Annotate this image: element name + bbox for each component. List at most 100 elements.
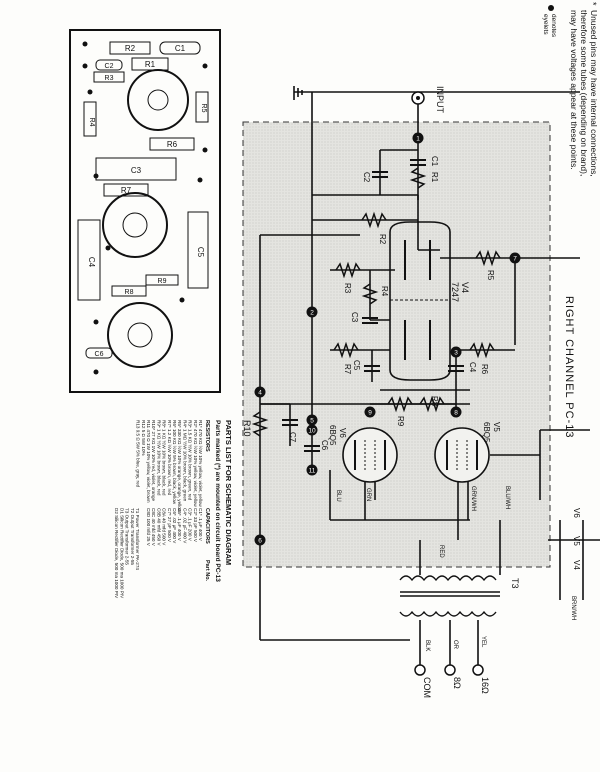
r3-label: R3 <box>343 283 352 294</box>
c4-capacitor <box>448 365 464 372</box>
wire-or-label: OR <box>452 640 458 650</box>
r6-label: R6 <box>480 364 489 375</box>
capacitor-entry: C2* 33 pF 500 V <box>193 508 198 543</box>
board-socket-v5 <box>102 192 168 258</box>
resistor-entry: R1* 470 KΩ ½W 10% yellow, violet, yellow <box>198 420 204 507</box>
unused-pins-note: Unused pins may have internal connection… <box>569 10 599 177</box>
r8-label: R8 <box>430 396 439 407</box>
output-8ohm-label: 8Ω <box>452 677 462 689</box>
board-r7 <box>103 183 149 197</box>
wire-red-label: RED <box>438 545 444 558</box>
eyelet-marker <box>306 306 318 318</box>
board-r2 <box>109 41 151 55</box>
wire-blu-label: BLU <box>335 490 341 502</box>
capacitor-list: C1* .1 μF 400 VC2* 33 pF 500 VC3* .1 μF … <box>146 508 203 547</box>
v4-tube <box>389 221 451 381</box>
eyelet-number: 7 <box>513 256 517 263</box>
output-terminal-com[interactable] <box>414 664 426 676</box>
output-terminal-8ohm[interactable] <box>444 664 456 676</box>
eyelet-marker <box>364 406 376 418</box>
board-r6 <box>149 137 195 151</box>
eyelet-marker <box>450 346 462 358</box>
r5-label: R5 <box>486 270 495 281</box>
board-r4 <box>83 101 97 137</box>
other-part-entry: T2 Output Transformer 2-55 <box>130 508 135 565</box>
parts-list-title: PARTS LIST FOR SCHEMATIC DIAGRAM <box>224 420 233 565</box>
capacitor-entry: C5* .1 μF 400 V <box>177 508 182 542</box>
parts-list: PARTS LIST FOR SCHEMATIC DIAGRAM Parts m… <box>114 420 233 599</box>
capacitor-entry: C6* .02 μF 400 V <box>172 508 177 544</box>
resistor-entry: R4* 1 MΩ ½W 10% brown, black, green <box>182 420 188 502</box>
board-c6-label: C6 <box>95 351 104 358</box>
eyelet-marker <box>254 386 266 398</box>
r4-resistor <box>361 283 379 305</box>
capacitor-entry: C7* 27 pF 500 V <box>167 508 172 543</box>
c6-capacitor <box>304 445 320 452</box>
part-no-header: Part No. <box>204 560 210 582</box>
board-socket-v6-center <box>127 322 153 348</box>
board-r5 <box>195 91 209 123</box>
eyelet-number: 3 <box>454 350 458 357</box>
eyelet-number: 1 <box>416 136 420 143</box>
channel-label: RIGHT CHANNEL PC-13 <box>563 296 575 438</box>
resistor-entry: R5* 330 KΩ ½W 10% orange, orange, yellow <box>177 420 183 513</box>
r9-label: R9 <box>396 416 405 427</box>
input-jack[interactable] <box>411 91 425 105</box>
note-block: * Unused pins may have internal connecti… <box>569 2 599 177</box>
board-c5 <box>187 211 209 289</box>
eyelet-legend-text: denotes eyelets <box>542 14 557 38</box>
board-r1 <box>131 57 169 71</box>
c2-label: C2 <box>362 172 371 183</box>
v5-type-label: 6BQ5 <box>482 422 491 443</box>
v6-ref-label: V6 <box>338 428 347 438</box>
c7-label: C7 <box>288 432 297 443</box>
r5-resistor <box>475 249 501 267</box>
resistor-entry: R12 5 Ω 5W 10% <box>141 420 146 456</box>
board-c4 <box>77 219 101 301</box>
c5-label: C5 <box>352 360 361 371</box>
v5-ref-label: V5 <box>492 422 501 432</box>
capacitor-entry: C8A 40 mfd 500 V <box>162 508 167 546</box>
capacitor-entry: C4* .02 μF 400 V <box>182 508 187 544</box>
wire-grn-wh-label: GRN/WH <box>470 486 476 511</box>
eyelet-legend-wrap: denotes eyelets <box>542 14 557 38</box>
resistor-entry: R6* 100 KΩ ½W 5% brown, black, yellow <box>172 420 178 505</box>
board-r5-label: R5 <box>200 104 207 113</box>
v4-type-label: 7247 <box>450 282 460 302</box>
c7-capacitor <box>282 419 298 426</box>
eyelet-marker <box>412 132 424 144</box>
resistor-entry: R7* 1.2 KΩ ½W 10% brown, red, red <box>167 420 173 496</box>
v6-tube <box>342 427 398 483</box>
r6-resistor <box>469 341 495 359</box>
eyelet-number: 6 <box>258 538 262 545</box>
capacitor-entry: C1* .1 μF 400 V <box>198 508 203 542</box>
side-v6-label: V6 <box>572 508 581 518</box>
board-r3 <box>93 71 125 83</box>
eyelet-number: 8 <box>454 410 458 417</box>
board-r1-label: R1 <box>145 60 156 69</box>
resistor-list: R1* 470 KΩ ½W 10% yellow, violet, yellow… <box>136 420 204 513</box>
wire-blu-wh-label: BLU/WH <box>504 486 510 509</box>
board-c4-label: C4 <box>87 257 96 268</box>
output-terminal-16ohm[interactable] <box>472 664 484 676</box>
other-part-entry: T1 Power Transformer PA-274 <box>135 508 140 570</box>
r10-resistor <box>251 411 269 437</box>
board-eyelets <box>82 41 208 375</box>
c1-label: C1 <box>430 156 439 167</box>
resistor-entry: R11 470 Ω 1W 10% yellow, violet, brown <box>146 420 151 503</box>
board-r6-label: R6 <box>167 140 178 149</box>
wire-blk-label: BLK <box>424 640 430 651</box>
board-outline <box>69 29 221 393</box>
eyelet-number: 10 <box>308 428 316 435</box>
board-c5-label: C5 <box>196 247 205 258</box>
eyelet-marker <box>306 464 318 476</box>
board-r4-label: R4 <box>88 118 95 127</box>
board-r8 <box>111 285 147 297</box>
wire-grn-label: GRN <box>365 488 371 501</box>
board-r9-label: R9 <box>158 278 167 285</box>
eyelet-legend-dot-icon <box>548 5 554 11</box>
side-v4-label: V4 <box>572 560 581 570</box>
board-r9 <box>145 274 179 286</box>
c2-capacitor <box>372 171 388 178</box>
